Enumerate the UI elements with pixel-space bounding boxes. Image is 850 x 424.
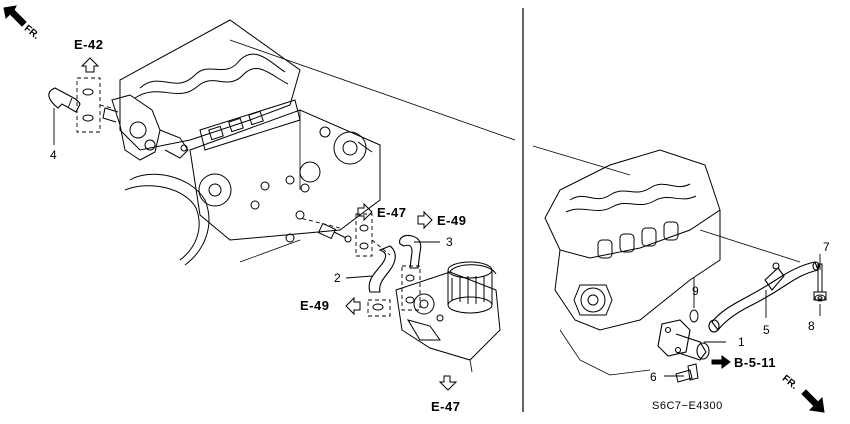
ref-e42: E-42 xyxy=(74,37,104,52)
ref-e47-bottom: E-47 xyxy=(431,399,461,414)
o-ring-part-9 xyxy=(689,309,699,323)
water-outlet-assembly xyxy=(102,94,189,161)
callout-5: 5 xyxy=(763,323,770,337)
water-pipe-part-5 xyxy=(708,261,820,333)
leader-lines-right xyxy=(664,254,821,377)
ref-e49-left: E-49 xyxy=(300,298,330,313)
callout-7: 7 xyxy=(823,240,830,254)
dashed-group-top-left xyxy=(76,77,113,133)
e47-down-arrow-bottom xyxy=(438,375,458,391)
front-arrow-left xyxy=(3,5,27,27)
callout-2: 2 xyxy=(334,271,341,285)
ref-e49-right: E-49 xyxy=(437,213,467,228)
temperature-sensor xyxy=(317,222,352,243)
washer-part-8 xyxy=(814,294,826,302)
leader-lines-left xyxy=(53,108,440,279)
dashed-group-middle xyxy=(299,213,421,317)
bolt-part-6 xyxy=(675,363,699,383)
callout-6: 6 xyxy=(650,370,657,384)
ref-b511: B-5-11 xyxy=(734,355,777,370)
hose-part-4-band xyxy=(67,97,73,109)
hose-part-2 xyxy=(368,245,396,293)
b511-arrow xyxy=(711,355,731,369)
diagram-code: S6C7−E4300 xyxy=(652,400,723,412)
callout-4: 4 xyxy=(50,148,57,162)
water-outlet-part-1 xyxy=(657,319,710,361)
engine-block-right xyxy=(532,145,801,376)
callout-1: 1 xyxy=(738,335,745,349)
o-ring-seals xyxy=(82,88,415,311)
e49-right-arrow xyxy=(417,210,433,230)
hose-part-4 xyxy=(48,87,81,113)
callout-8: 8 xyxy=(808,319,815,333)
e47-right-arrow-top xyxy=(357,202,373,222)
callout-9: 9 xyxy=(692,284,699,298)
callout-3: 3 xyxy=(446,235,453,249)
engine-block-left xyxy=(119,19,516,266)
ref-e47-top: E-47 xyxy=(377,205,407,220)
hose-part-3 xyxy=(399,234,422,269)
oil-cooler-housing xyxy=(395,261,501,373)
bolt-part-7 xyxy=(813,263,827,301)
e42-up-arrow xyxy=(80,57,100,73)
front-arrow-right xyxy=(801,389,825,413)
e49-left-arrow xyxy=(345,296,361,316)
